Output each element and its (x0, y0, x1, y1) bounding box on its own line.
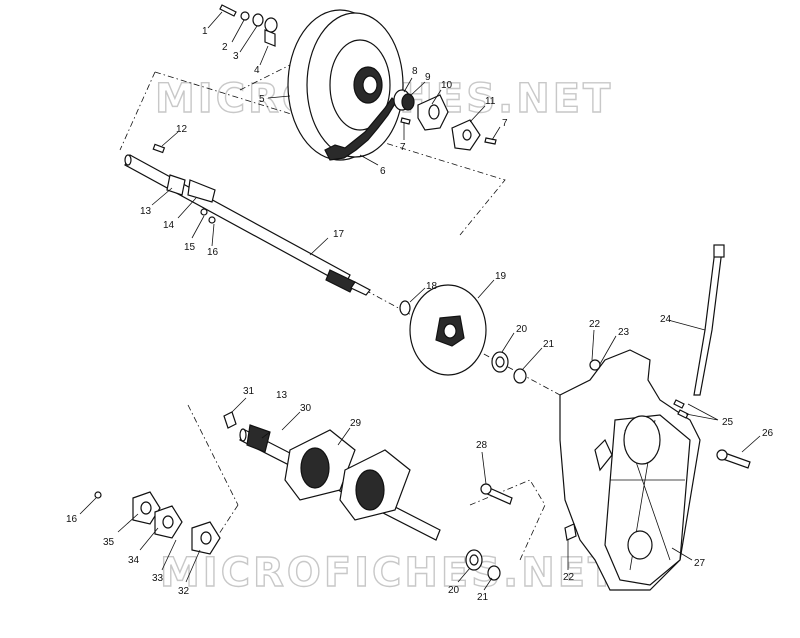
dipstick-and-bolts (480, 244, 751, 505)
callout-21-bottom: 21 (477, 592, 489, 603)
callout-20-top: 20 (516, 324, 528, 335)
watermark-bottom: MICROFICHES.NET (160, 550, 618, 596)
callout-2: 2 (222, 42, 228, 53)
callout-21-top: 21 (543, 339, 555, 350)
brake-disc-group (399, 284, 527, 384)
callout-26: 26 (762, 428, 774, 439)
lower-bearing-group (465, 549, 501, 581)
callout-6: 6 (380, 166, 386, 177)
callout-8: 8 (412, 66, 418, 77)
callout-34: 34 (128, 555, 140, 566)
callout-17: 17 (333, 229, 345, 240)
callout-11: 11 (485, 96, 496, 107)
callout-3: 3 (233, 51, 239, 62)
upper-bearing-group (393, 89, 497, 151)
key (152, 143, 166, 154)
callout-16-top: 16 (207, 247, 219, 258)
callout-13-bottom: 13 (276, 390, 288, 401)
callout-16-bottom: 16 (66, 514, 78, 525)
callout-23: 23 (618, 327, 630, 338)
callout-32: 32 (178, 586, 190, 597)
callout-12: 12 (176, 124, 188, 135)
chaincase (559, 349, 701, 591)
callout-9: 9 (425, 72, 431, 83)
callout-29: 29 (350, 418, 362, 429)
callout-18: 18 (426, 281, 438, 292)
callout-24: 24 (660, 314, 672, 325)
callout-33: 33 (152, 573, 164, 584)
callout-labels: 1 2 3 4 5 6 7 7 8 9 10 11 12 13 14 15 16… (66, 26, 774, 603)
callout-20-bottom: 20 (448, 585, 460, 596)
callout-30: 30 (300, 403, 312, 414)
callout-19: 19 (495, 271, 507, 282)
callout-5: 5 (259, 94, 265, 105)
callout-25: 25 (722, 417, 734, 428)
callout-7-left: 7 (400, 142, 406, 153)
callout-1: 1 (202, 26, 208, 37)
callout-10: 10 (441, 80, 453, 91)
callout-28: 28 (476, 440, 488, 451)
driven-shaft (124, 154, 371, 296)
callout-31: 31 (243, 386, 255, 397)
top-hardware (219, 4, 278, 47)
callout-15: 15 (184, 242, 196, 253)
drive-pulley (287, 9, 404, 161)
callout-7-right: 7 (502, 118, 508, 129)
callout-35: 35 (103, 537, 115, 548)
callout-13-top: 13 (140, 206, 152, 217)
track-drive-shaft (223, 411, 441, 541)
callout-14: 14 (163, 220, 175, 231)
callout-27: 27 (694, 558, 706, 569)
leader-lines (79, 11, 761, 591)
callout-22-top: 22 (589, 319, 601, 330)
callout-4: 4 (254, 65, 260, 76)
bearing-plates (94, 491, 221, 555)
callout-22-bottom: 22 (563, 572, 575, 583)
